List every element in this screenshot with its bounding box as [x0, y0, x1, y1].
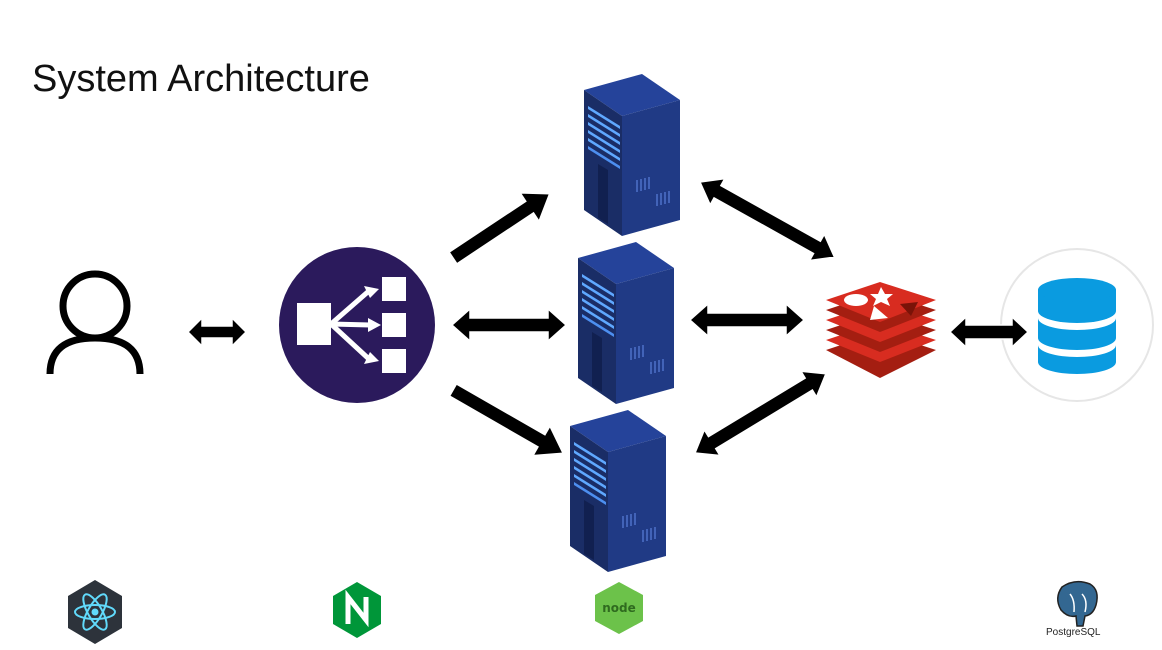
nginx-logo — [333, 582, 381, 638]
user-icon — [46, 270, 144, 375]
arrow-lb-server-middle — [450, 307, 568, 343]
react-logo — [68, 580, 122, 644]
arrow-server-bottom-cache — [693, 370, 827, 457]
page-title: System Architecture — [32, 58, 370, 100]
postgresql-logo — [1057, 580, 1098, 627]
server-bottom-icon — [570, 410, 666, 572]
arrow-server-middle-cache — [688, 302, 806, 338]
nodejs-logo: node — [595, 582, 643, 634]
redis-icon — [826, 282, 936, 378]
arrow-server-top-cache — [698, 177, 836, 262]
database-icon — [1000, 248, 1154, 402]
arrow-lb-server-bottom — [448, 382, 565, 457]
postgresql-label: PostgreSQL — [1046, 627, 1101, 638]
server-middle-icon — [578, 242, 674, 404]
arrow-lb-server-top — [448, 192, 551, 265]
arrow-user-lb — [186, 316, 248, 348]
arrow-cache-database — [948, 315, 1030, 349]
svg-text:node: node — [602, 601, 636, 615]
load-balancer-icon — [279, 247, 435, 403]
server-top-icon — [584, 74, 680, 236]
